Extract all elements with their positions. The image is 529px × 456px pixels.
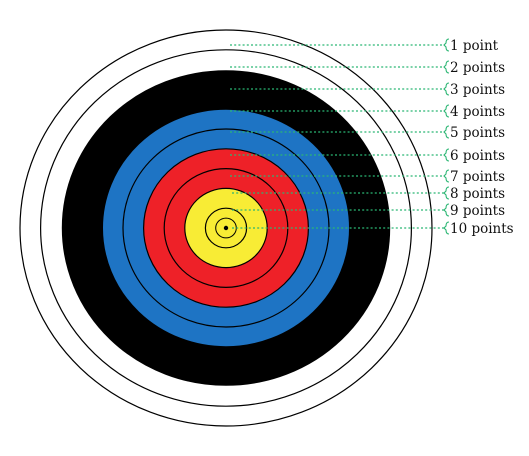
brace-10 [443, 221, 450, 235]
target-rings [19, 29, 433, 427]
label-3-points: 3 points [450, 82, 505, 98]
label-1-point: 1 point [450, 38, 499, 54]
label-2-points: 2 points [450, 60, 505, 76]
leader-lines [230, 38, 450, 235]
label-10-points: 10 points [450, 221, 514, 237]
score-labels: 1 point 2 points 3 points 4 points 5 poi… [450, 38, 514, 237]
brace-3 [443, 82, 450, 96]
label-7-points: 7 points [450, 169, 505, 185]
label-8-points: 8 points [450, 186, 505, 202]
label-4-points: 4 points [450, 104, 505, 120]
brace-1 [443, 38, 450, 52]
brace-4 [443, 104, 450, 118]
brace-5 [443, 125, 450, 139]
label-6-points: 6 points [450, 148, 505, 164]
brace-2 [443, 60, 450, 74]
brace-9 [443, 203, 450, 217]
brace-6 [443, 148, 450, 162]
center-mark [223, 225, 229, 231]
brace-8 [443, 186, 450, 200]
brace-7 [443, 169, 450, 183]
label-5-points: 5 points [450, 125, 505, 141]
label-9-points: 9 points [450, 203, 505, 219]
